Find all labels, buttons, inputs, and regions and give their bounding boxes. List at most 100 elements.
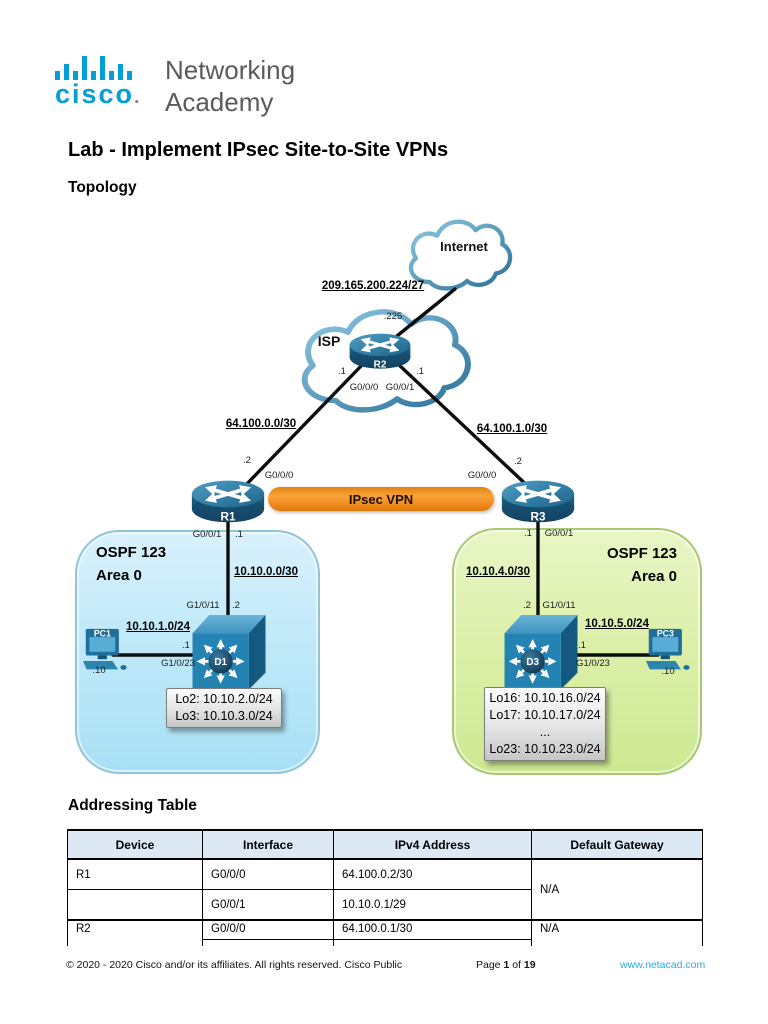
ip-label-d3-uplink: .2 <box>523 600 531 611</box>
iface-label-r2-g001: G0/0/1 <box>385 382 415 393</box>
topology-heading: Topology <box>68 179 137 196</box>
ipsec-vpn-label: IPsec VPN <box>348 491 414 507</box>
ip-label-pc1: .10 <box>92 665 106 676</box>
addressing-table-heading: Addressing Table <box>68 797 197 814</box>
loopback-box-d3: Lo16: 10.10.16.0/24 Lo17: 10.10.17.0/24 … <box>484 687 606 761</box>
ip-label-r1-wan: .2 <box>243 455 251 466</box>
cell-cut <box>531 939 703 946</box>
cell-device <box>67 889 203 921</box>
subnet-label-wan-left: 64.100.0.0/30 <box>225 418 297 430</box>
ip-label-r3-wan: .2 <box>514 456 522 467</box>
footer-page-number: Page 1 of 19 <box>476 959 536 971</box>
router-label-r2: R2 <box>374 359 387 370</box>
brand-line1: Networking <box>165 55 296 85</box>
pc-icon-pc3: PC3 <box>646 629 690 670</box>
cell-gateway: N/A <box>531 919 703 940</box>
col-header-gateway: Default Gateway <box>531 829 703 860</box>
ip-label-r3-lan: .1 <box>524 528 532 539</box>
router-icon-r1: R1 <box>191 480 265 524</box>
page-of: of <box>509 959 524 971</box>
loopback-box-d1: Lo2: 10.10.2.0/24 Lo3: 10.10.3.0/24 <box>166 688 282 728</box>
ospf-area-title-right: OSPF 123 Area 0 <box>607 543 677 588</box>
cisco-wordmark-dot: . <box>134 86 142 108</box>
table-header-row: Device Interface IPv4 Address Default Ga… <box>67 829 703 860</box>
subnet-label-internet: 209.165.200.224/27 <box>321 280 425 292</box>
page-title: Lab - Implement IPsec Site-to-Site VPNs <box>68 139 449 161</box>
ip-label-d1-lan: .1 <box>182 640 190 651</box>
subnet-label-r1-d1: 10.10.0.0/30 <box>234 566 298 578</box>
loopback-d1-line1: Lo2: 10.10.2.0/24 <box>175 692 273 706</box>
loopback-d3-ellipsis: ... <box>539 725 551 739</box>
brand-line2: Academy <box>165 86 274 117</box>
addressing-table: Device Interface IPv4 Address Default Ga… <box>67 829 703 946</box>
ip-label-pc3: .10 <box>661 666 675 677</box>
cell-device: R2 <box>67 919 203 940</box>
cell-interface: G0/0/0 <box>202 859 334 890</box>
page-total: 19 <box>523 959 536 971</box>
netacad-link[interactable]: www.netacad.com <box>620 959 706 971</box>
iface-label-r3-g001: G0/0/1 <box>544 528 574 539</box>
router-icon-r3: R3 <box>501 480 575 524</box>
cell-interface: G0/0/1 <box>202 889 334 921</box>
table-cut-row <box>67 939 703 946</box>
cell-ipv4: 64.100.0.1/30 <box>333 919 532 940</box>
cell-device: R1 <box>67 859 203 890</box>
page-current: 1 <box>503 959 510 971</box>
loopback-d3-line3: Lo23: 10.10.23.0/24 <box>489 742 601 756</box>
table-row: R2 G0/0/0 64.100.0.1/30 N/A <box>67 919 703 940</box>
iface-label-r1-g001: G0/0/1 <box>192 529 222 540</box>
loopback-d3-line2: Lo17: 10.10.17.0/24 <box>489 708 601 722</box>
ospf-left-line2: Area 0 <box>96 566 142 584</box>
footer-website: www.netacad.com <box>620 959 705 971</box>
cisco-logo-icon: cisco. <box>55 56 142 108</box>
cisco-logo-bars-icon <box>55 56 142 80</box>
ip-label-d1-uplink: .2 <box>232 600 240 611</box>
subnet-label-pc3-lan: 10.10.5.0/24 <box>585 618 649 630</box>
footer-copyright: © 2020 - 2020 Cisco and/or its affiliate… <box>66 959 403 971</box>
cell-ipv4: 10.10.0.1/29 <box>333 889 532 921</box>
ip-label-r1-lan: .1 <box>235 529 243 540</box>
iface-label-d1-g1023: G1/0/23 <box>161 658 195 669</box>
switch-label-d3: D3 <box>526 657 539 668</box>
isp-cloud-label: ISP <box>317 333 341 349</box>
ip-label-r2-left: .1 <box>338 366 346 377</box>
ip-label-r2-internet: .225 <box>383 311 403 322</box>
table-row: R1 G0/0/0 64.100.0.2/30 N/A <box>67 859 703 921</box>
ospf-right-line1: OSPF 123 <box>606 545 677 562</box>
switch-icon-d1: D1 <box>192 615 266 690</box>
iface-label-r2-g000: G0/0/0 <box>349 382 379 393</box>
cell-cut <box>333 939 532 946</box>
router-label-r3: R3 <box>530 511 545 524</box>
iface-label-d3-g1011: G1/0/11 <box>542 600 576 611</box>
iface-label-r3-g000: G0/0/0 <box>467 470 497 481</box>
router-label-r1: R1 <box>220 511 235 524</box>
subnet-label-wan-right: 64.100.1.0/30 <box>476 423 548 435</box>
page-prefix: Page <box>476 959 504 971</box>
subnet-label-pc1-lan: 10.10.1.0/24 <box>126 621 190 633</box>
iface-label-d1-g1011: G1/0/11 <box>186 600 220 611</box>
loopback-d1-line2: Lo3: 10.10.3.0/24 <box>175 709 273 723</box>
cell-cut <box>202 939 334 946</box>
col-header-device: Device <box>67 829 203 860</box>
ospf-area-title-left: OSPF 123 Area 0 <box>96 542 166 587</box>
loopback-d3-line1: Lo16: 10.10.16.0/24 <box>489 691 601 705</box>
cell-cut <box>67 939 203 946</box>
ip-label-r2-right: .1 <box>416 366 424 377</box>
pc-icon-pc1: PC1 <box>83 629 127 670</box>
ipsec-vpn-tunnel: IPsec VPN <box>268 487 494 511</box>
ip-label-d3-lan: .1 <box>578 640 586 651</box>
brand-text: Networking Academy <box>165 55 295 119</box>
internet-cloud <box>408 219 513 291</box>
ospf-left-line1: OSPF 123 <box>96 544 167 561</box>
cell-interface: G0/0/0 <box>202 919 334 940</box>
switch-icon-d3: D3 <box>504 615 578 690</box>
switch-label-d1: D1 <box>214 657 227 668</box>
iface-label-d3-g1023: G1/0/23 <box>576 658 610 669</box>
col-header-interface: Interface <box>202 829 334 860</box>
col-header-ipv4: IPv4 Address <box>333 829 532 860</box>
iface-label-r1-g000: G0/0/0 <box>264 470 294 481</box>
cisco-wordmark: cisco. <box>55 79 142 109</box>
cell-gateway: N/A <box>531 859 703 921</box>
internet-cloud-label: Internet <box>440 239 488 254</box>
